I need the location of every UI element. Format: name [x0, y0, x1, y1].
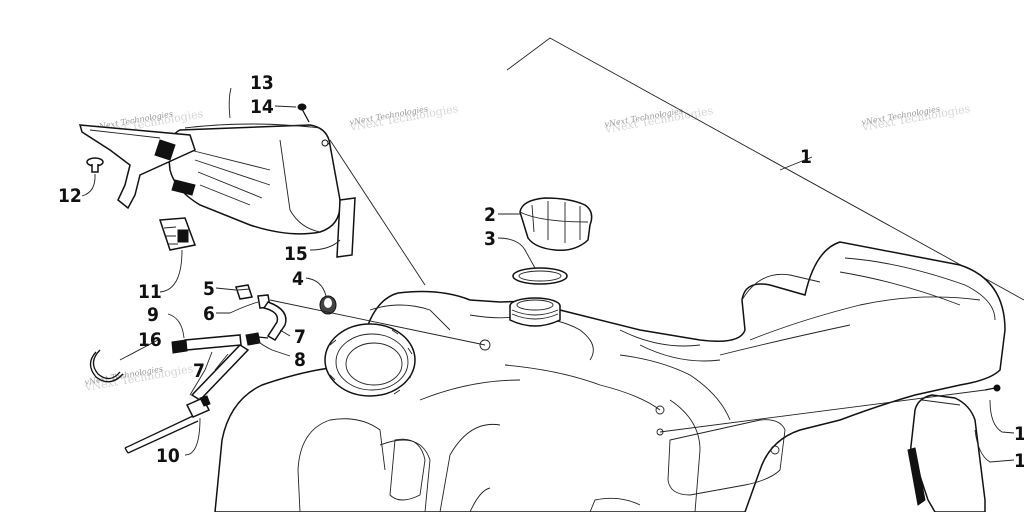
callout-13: 13 — [250, 72, 274, 94]
side-cover — [78, 123, 341, 235]
callout-right-1: 1 — [1014, 423, 1024, 445]
vent-hoses — [124, 301, 287, 454]
push-rivet — [86, 157, 104, 173]
callout-9: 9 — [147, 304, 159, 326]
callout-right-2: 1 — [1014, 450, 1024, 472]
assembly-boundary-lines — [329, 37, 1024, 301]
callout-6: 6 — [203, 303, 215, 325]
callout-2: 2 — [484, 204, 496, 226]
callout-8: 8 — [294, 349, 306, 371]
fuel-cap — [519, 197, 593, 252]
vent-filter — [185, 395, 211, 418]
vent-elbow-fitting — [235, 284, 253, 300]
callout-1: 1 — [800, 146, 812, 168]
callout-11: 11 — [138, 281, 162, 303]
leader-lines — [81, 87, 1015, 463]
hose-clamp — [89, 349, 124, 383]
gasket-ring — [512, 267, 568, 285]
callout-3: 3 — [484, 228, 496, 250]
callout-16: 16 — [138, 329, 162, 351]
callout-7a: 7 — [294, 326, 306, 348]
callout-numbers: 1 2 3 4 5 6 7 8 9 16 7 10 11 12 13 14 15… — [58, 72, 1024, 472]
grommet — [319, 295, 337, 315]
foam-strip — [336, 197, 356, 258]
callout-4: 4 — [292, 268, 304, 290]
filler-neck — [509, 297, 561, 327]
fuel-pump-ring — [324, 323, 416, 397]
callout-12: 12 — [58, 185, 82, 207]
callout-14: 14 — [250, 96, 274, 118]
callout-7b: 7 — [193, 360, 205, 382]
right-side-cover — [659, 384, 1001, 512]
tee-fitting — [245, 332, 269, 346]
callout-5: 5 — [203, 278, 215, 300]
callout-15: 15 — [284, 243, 308, 265]
callout-10: 10 — [156, 445, 180, 467]
clip-plate — [158, 217, 197, 251]
screw — [297, 103, 310, 123]
tube-connector — [171, 334, 242, 354]
